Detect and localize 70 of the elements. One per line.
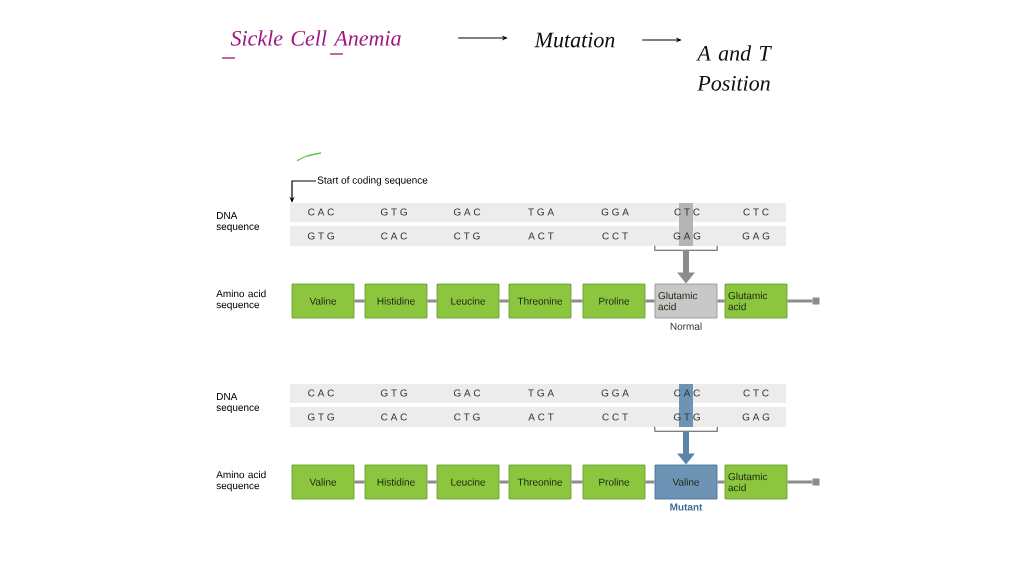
codon: C T G — [454, 413, 480, 421]
codon: C A C — [381, 413, 407, 421]
codon: C T G — [454, 232, 480, 240]
codon: C A C — [308, 389, 334, 397]
amino-acid-box: Proline — [582, 283, 646, 319]
amino-acid-box: Valine — [291, 464, 355, 500]
codon: G T G — [380, 389, 407, 397]
amino-acid-box: Threonine — [508, 283, 572, 319]
handwritten-text: Mutation — [534, 32, 615, 48]
end-box — [812, 478, 820, 486]
connector-line — [787, 480, 813, 484]
amino-acid-box: Leucine — [436, 464, 500, 500]
codon: G G A — [601, 389, 629, 397]
connector-line — [787, 299, 813, 303]
connector-line — [571, 480, 583, 484]
amino-acid-box: Histidine — [364, 283, 428, 319]
codon: T G A — [528, 389, 555, 397]
connector-line — [354, 299, 365, 303]
codon: C A C — [381, 232, 407, 240]
amino-acid-box: Leucine — [436, 283, 500, 319]
row-label: Amino acid sequence — [216, 289, 266, 311]
sequence-band — [290, 203, 786, 246]
codon: A C T — [528, 232, 554, 240]
codon: G G A — [601, 208, 629, 216]
sequence-band — [290, 384, 786, 427]
connector-line — [717, 480, 725, 484]
codon: C T C — [674, 208, 700, 216]
codon: G A G — [742, 232, 770, 240]
amino-acid-box: Valine — [291, 283, 355, 319]
caption-text: Normal — [670, 322, 702, 330]
codon: T G A — [528, 208, 555, 216]
connector-line — [645, 480, 655, 484]
connector-line — [354, 480, 365, 484]
connector-line — [571, 299, 583, 303]
bracket — [654, 426, 718, 432]
bracket — [654, 245, 718, 251]
end-box — [812, 297, 820, 305]
amino-acid-box: Proline — [582, 464, 646, 500]
codon: G T G — [380, 208, 407, 216]
handwritten-text: A and T Position — [696, 45, 772, 91]
amino-acid-box: Histidine — [364, 464, 428, 500]
annotation-text: Start of coding sequence — [317, 176, 428, 186]
codon: G A C — [453, 208, 481, 216]
connector-line — [717, 299, 725, 303]
row-label: Amino acid sequence — [216, 470, 266, 492]
row-label: DNA sequence — [216, 212, 260, 232]
connector-line — [499, 299, 509, 303]
amino-acid-box: Glutamic acid — [724, 283, 788, 319]
connector-line — [427, 299, 437, 303]
amino-acid-box: Glutamic acid — [654, 283, 718, 319]
codon: G A C — [453, 389, 481, 397]
connector-line — [427, 480, 437, 484]
connector-line — [499, 480, 509, 484]
codon: G A G — [673, 232, 701, 240]
codon: C T C — [743, 389, 769, 397]
codon: G A G — [742, 413, 770, 421]
codon: G T G — [307, 232, 334, 240]
caption-text: Mutant — [670, 503, 703, 511]
row-label: DNA sequence — [216, 393, 260, 413]
codon: C T C — [743, 208, 769, 216]
connector-line — [645, 299, 655, 303]
codon: G T G — [307, 413, 334, 421]
handwritten-text: Sickle Cell Anemia — [230, 30, 401, 46]
codon: C C T — [602, 413, 628, 421]
codon: A C T — [528, 413, 554, 421]
amino-acid-box: Threonine — [508, 464, 572, 500]
codon: C A C — [308, 208, 334, 216]
amino-acid-box: Glutamic acid — [724, 464, 788, 500]
amino-acid-box: Valine — [654, 464, 718, 500]
codon: C C T — [602, 232, 628, 240]
